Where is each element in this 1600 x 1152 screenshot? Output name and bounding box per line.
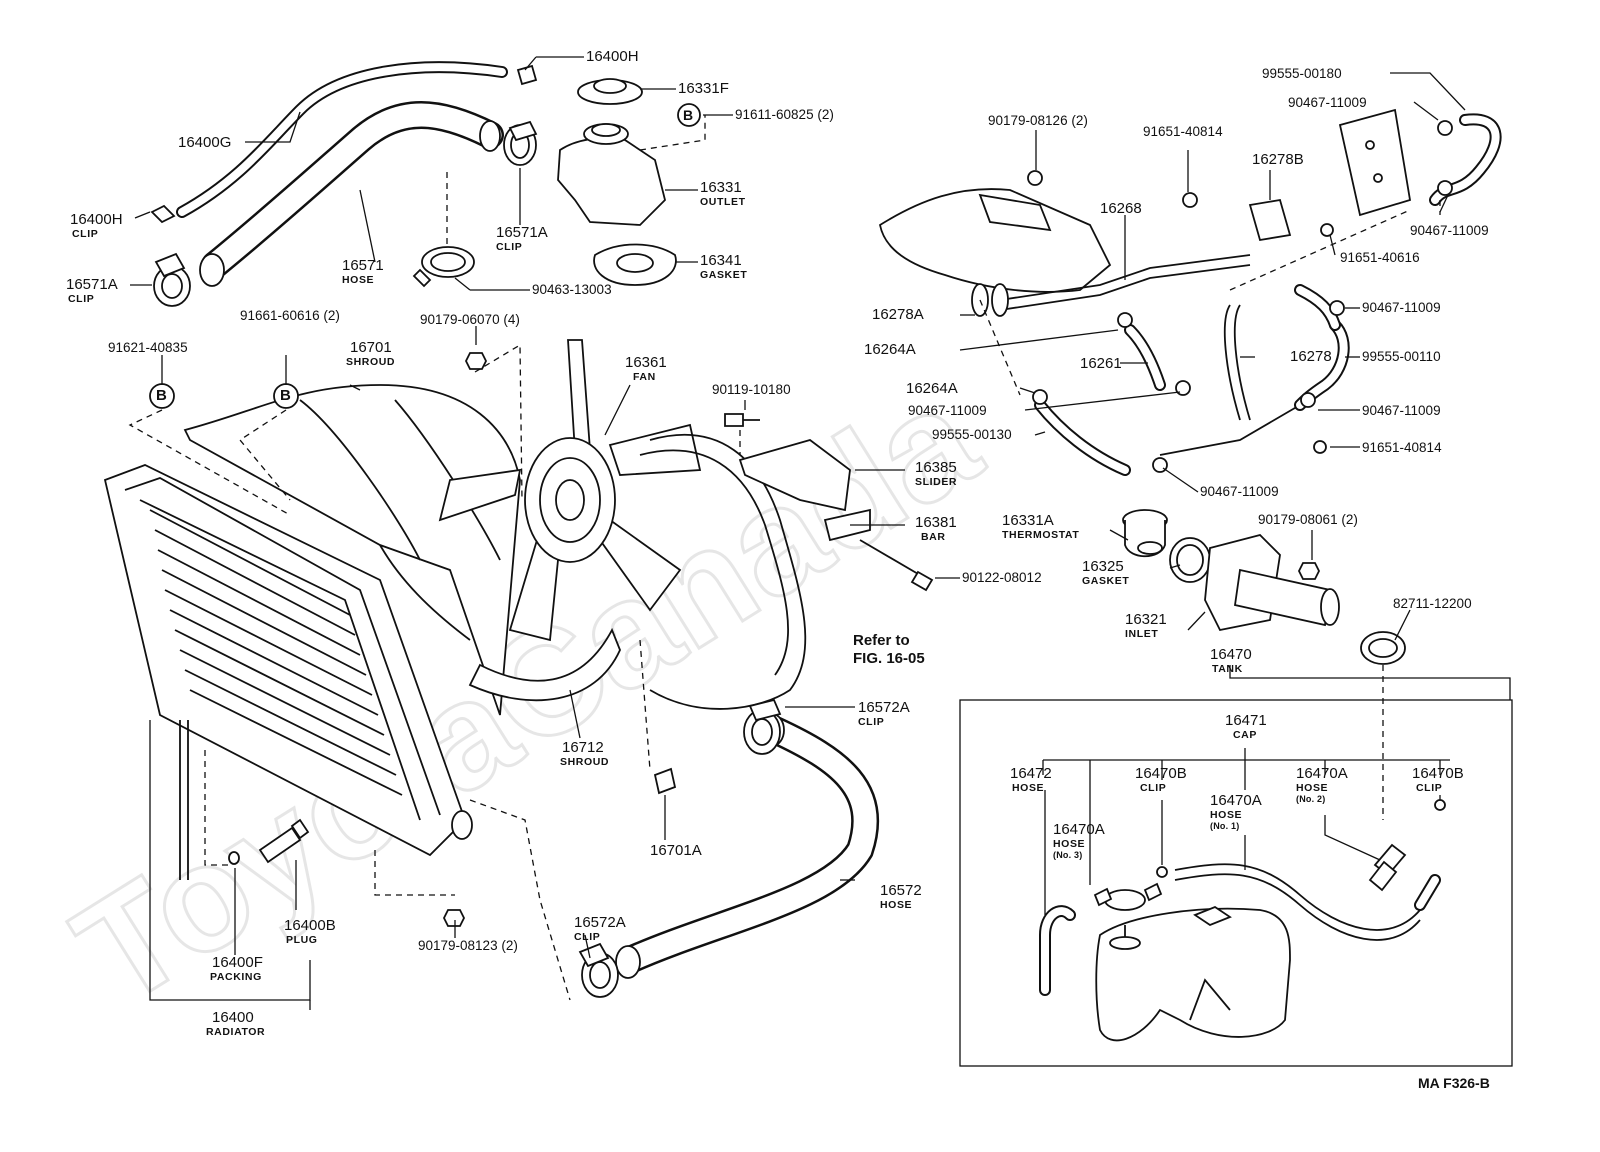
nut-90179-08123	[442, 909, 466, 927]
gaskets-16278a	[971, 283, 1009, 317]
intake-manifold	[878, 188, 1112, 293]
clip-16400h-left	[150, 204, 176, 224]
outlet-16331	[557, 123, 666, 226]
upper-hose-16400g	[176, 61, 508, 218]
pipe-16278	[1159, 304, 1301, 456]
hose-16470a-no1	[1174, 863, 1421, 941]
tank-box	[959, 699, 1513, 1067]
clip-16400h-top	[516, 64, 538, 86]
thermostat-16331a	[1122, 509, 1168, 558]
bracket-16278b	[1248, 198, 1292, 242]
cap-16471	[1093, 882, 1163, 911]
radiator-16400	[103, 464, 473, 880]
bolt-90122-08012	[859, 539, 934, 592]
gasket-16325	[1169, 537, 1211, 583]
hose-16261	[1124, 324, 1166, 391]
plate-90467-top	[1338, 108, 1412, 217]
nut-90179-06070	[464, 352, 488, 370]
tank-16470	[1095, 905, 1291, 1042]
hose-99555-00130	[1034, 399, 1131, 476]
lower-hose-16572	[615, 713, 879, 979]
gasket-16341	[593, 243, 677, 286]
hose-16470a-no3	[1414, 874, 1441, 911]
packing-16400f	[228, 851, 240, 865]
bar-16381	[823, 508, 871, 542]
clip-16701a	[653, 767, 677, 795]
radiator-hose-16571	[199, 101, 504, 287]
plug-16400b	[258, 818, 310, 864]
clip-16572a-bottom	[578, 942, 619, 998]
nut-90179-08061	[1297, 562, 1321, 580]
clip-16572a-top	[743, 698, 782, 755]
cap-16331f	[577, 78, 643, 105]
radiator-core-grid	[149, 509, 403, 796]
fan-16361	[438, 339, 702, 642]
inlet-16321	[1204, 533, 1340, 632]
clamp-82711-12200	[1360, 631, 1406, 665]
clip-16571a-mid	[503, 120, 538, 166]
fan-shroud-ring	[639, 434, 807, 710]
slider-16385	[738, 439, 851, 512]
hose-16472	[1039, 905, 1076, 996]
clip-16571a-left	[153, 252, 191, 307]
clip-90463-13003	[412, 246, 475, 288]
bolt-90119-10180	[724, 413, 760, 427]
small-clips-top-right	[1027, 120, 1453, 473]
hose-connector-right	[1294, 284, 1341, 331]
shroud-16712	[468, 627, 621, 702]
markers-b	[149, 103, 701, 409]
hose-16470a-no2	[1368, 843, 1407, 892]
